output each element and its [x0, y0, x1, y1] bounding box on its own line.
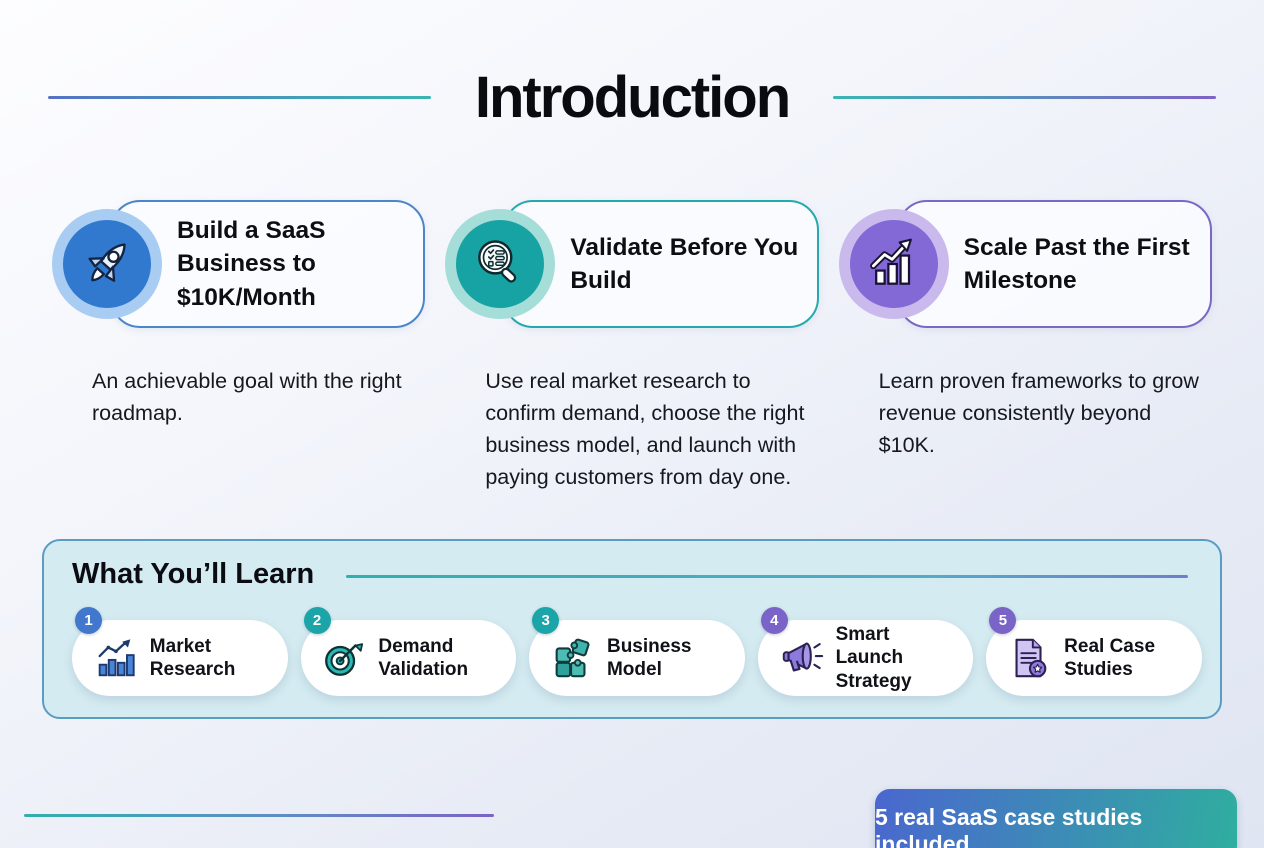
step-number-badge: 5: [989, 607, 1017, 634]
target-icon: [320, 635, 366, 681]
learn-item-label: Demand Validation: [378, 635, 469, 680]
card-title: Build a SaaS Business to $10K/Month: [177, 217, 326, 311]
card-title: Scale Past the First Milestone: [963, 233, 1190, 294]
rocket-icon: [52, 209, 162, 319]
card-outline: [110, 200, 426, 328]
page-header: Introduction: [0, 0, 1264, 131]
card-title: Validate Before You Build: [570, 233, 799, 294]
card-build-saas: Build a SaaS Business to $10K/Month: [52, 197, 426, 331]
learn-item-business-model: 3 Business Model: [529, 607, 745, 696]
learn-item-market-research: 1 Market Research: [72, 607, 288, 696]
learn-item-smart-launch: 4 Smart Launch Strategy: [757, 607, 974, 696]
puzzle-icon: [549, 635, 595, 681]
magnifier-checklist-icon: [445, 209, 556, 319]
card-description: Use real market research to confirm dema…: [485, 369, 805, 489]
step-number-badge: 4: [760, 607, 788, 634]
step-number-badge: 3: [532, 607, 560, 634]
feature-cards-row: Build a SaaS Business to $10K/Month Vali…: [52, 197, 1212, 331]
learn-item-label: Business Model: [606, 635, 692, 680]
card-description: Learn proven frameworks to grow revenue …: [878, 369, 1199, 457]
case-studies-icon: [1006, 635, 1052, 681]
learn-item-demand-validation: 2 Demand Validation: [300, 607, 517, 696]
step-number-badge: 1: [75, 607, 102, 634]
step-number-badge: 2: [303, 607, 331, 634]
learn-item-label: Real Case Studies: [1064, 635, 1156, 680]
bar-chart-icon: [92, 635, 138, 681]
learn-panel-header: What You’ll Learn: [72, 558, 1202, 591]
card-descriptions-row: An achievable goal with the right roadma…: [52, 365, 1212, 493]
learn-item-case-studies: 5 Real Case Studies: [986, 607, 1202, 696]
learn-panel-divider: [346, 575, 1188, 578]
megaphone-icon: [778, 635, 824, 681]
footer-divider: [24, 814, 494, 817]
card-outline: [503, 200, 819, 328]
case-studies-count-label: 5 real SaaS case studies included: [875, 804, 1143, 848]
learn-panel: What You’ll Learn 1 Market Research 2: [42, 539, 1222, 719]
header-divider-left: [48, 96, 431, 99]
learn-item-label: Smart Launch Strategy: [835, 624, 912, 692]
header-divider-right: [833, 96, 1217, 99]
learn-panel-title: What You’ll Learn: [72, 558, 315, 590]
card-scale: Scale Past the First Milestone: [838, 197, 1212, 331]
case-studies-count-badge: 5 real SaaS case studies included: [875, 789, 1237, 848]
growth-chart-icon: [838, 209, 949, 319]
card-description: An achievable goal with the right roadma…: [92, 369, 402, 425]
card-validate: Validate Before You Build: [445, 197, 819, 331]
page-title: Introduction: [474, 65, 791, 130]
learn-item-label: Market Research: [149, 635, 236, 680]
learn-items-row: 1 Market Research 2: [72, 607, 1202, 696]
